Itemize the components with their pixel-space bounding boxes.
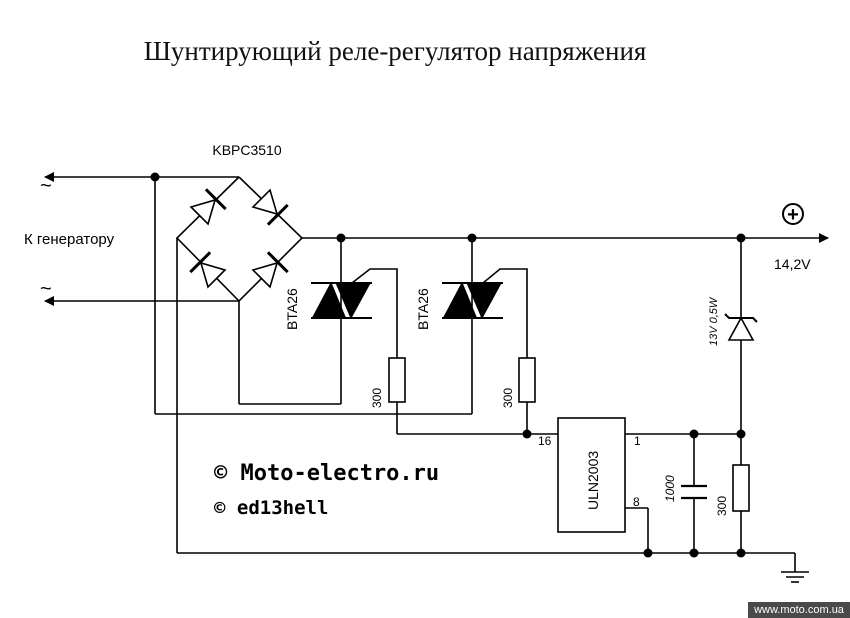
- pin-8-label: 8: [633, 495, 640, 509]
- zener-label: 13V 0,5W: [708, 296, 720, 346]
- triac-2-label: BTA26: [415, 288, 431, 330]
- resistor-3: [732, 464, 750, 512]
- plus-terminal-icon: +: [782, 203, 804, 226]
- bridge-rectifier: [189, 188, 289, 289]
- zener-diode: [724, 313, 758, 341]
- diagram-title: Шунтирующий реле-регулятор напряжения: [144, 36, 647, 66]
- capacitor-label: 1000: [663, 475, 677, 502]
- ic-uln2003: [557, 417, 626, 533]
- svg-text:+: +: [787, 204, 799, 226]
- triac-1-label: BTA26: [284, 288, 300, 330]
- watermark-badge: www.moto.com.ua: [748, 602, 850, 618]
- triac-2: [442, 281, 503, 320]
- copyright-line-1: © Moto-electro.ru: [214, 461, 439, 486]
- pin-1-label: 1: [634, 434, 641, 448]
- capacitor: [681, 484, 707, 500]
- wires: [44, 172, 829, 583]
- resistor-1-label: 300: [370, 388, 384, 408]
- ic-label: ULN2003: [585, 451, 601, 510]
- ac-symbol-top: ~: [40, 175, 52, 197]
- ac-symbol-bottom: ~: [40, 278, 52, 300]
- pin-16-label: 16: [538, 434, 552, 448]
- resistor-3-label: 300: [715, 496, 729, 516]
- copyright-line-2: © ed13hell: [214, 497, 328, 519]
- bridge-label: KBPC3510: [212, 142, 281, 158]
- resistor-2-label: 300: [501, 388, 515, 408]
- triac-1: [311, 281, 372, 320]
- resistor-1: [388, 357, 406, 403]
- resistor-2: [518, 357, 536, 403]
- junction-dots: [150, 172, 746, 558]
- voltage-label: 14,2V: [774, 256, 811, 272]
- generator-label: К генератору: [24, 231, 115, 248]
